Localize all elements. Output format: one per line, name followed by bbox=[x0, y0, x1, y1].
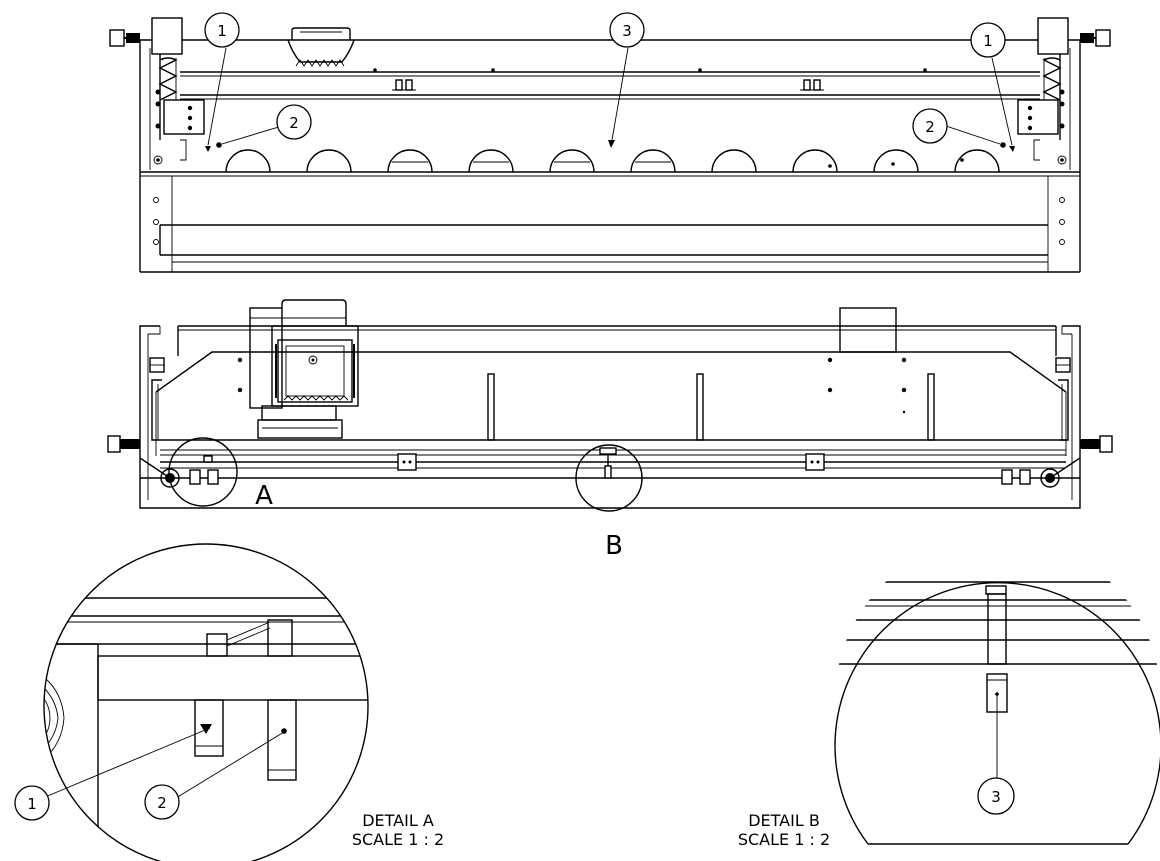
detail-a-marker-label: A bbox=[255, 481, 273, 511]
detail-b-view bbox=[834, 581, 1160, 845]
detail-b-marker-circle bbox=[575, 444, 643, 512]
balloon-number: 3 bbox=[991, 788, 1001, 806]
balloon-top-right-1: 1 bbox=[970, 22, 1006, 58]
balloon-number: 3 bbox=[622, 22, 632, 40]
balloon-top-left-1: 1 bbox=[204, 12, 240, 48]
balloon-top-center-3: 3 bbox=[609, 12, 645, 48]
balloon-top-right-2: 2 bbox=[912, 108, 948, 144]
balloon-top-left-2: 2 bbox=[276, 104, 312, 140]
detail-b-scale: SCALE 1 : 2 bbox=[738, 830, 830, 849]
balloon-detail-a-2: 2 bbox=[144, 784, 180, 820]
balloon-detail-a-1: 1 bbox=[14, 785, 50, 821]
detail-b-title: DETAIL B bbox=[748, 811, 820, 830]
balloon-number: 2 bbox=[289, 114, 299, 132]
detail-a-view bbox=[37, 543, 369, 861]
top-view bbox=[109, 17, 1111, 273]
detail-a-scale: SCALE 1 : 2 bbox=[352, 830, 444, 849]
balloon-detail-b-3: 3 bbox=[977, 777, 1015, 815]
top-view-leaders bbox=[205, 47, 1015, 152]
front-view bbox=[107, 299, 1113, 509]
balloon-number: 1 bbox=[27, 795, 37, 813]
balloon-number: 1 bbox=[217, 22, 227, 40]
detail-a-marker-circle bbox=[168, 437, 238, 507]
detail-b-marker-label: B bbox=[605, 531, 623, 561]
balloon-number: 1 bbox=[983, 32, 993, 50]
balloon-number: 2 bbox=[157, 794, 167, 812]
detail-a-title: DETAIL A bbox=[362, 811, 434, 830]
balloon-number: 2 bbox=[925, 118, 935, 136]
